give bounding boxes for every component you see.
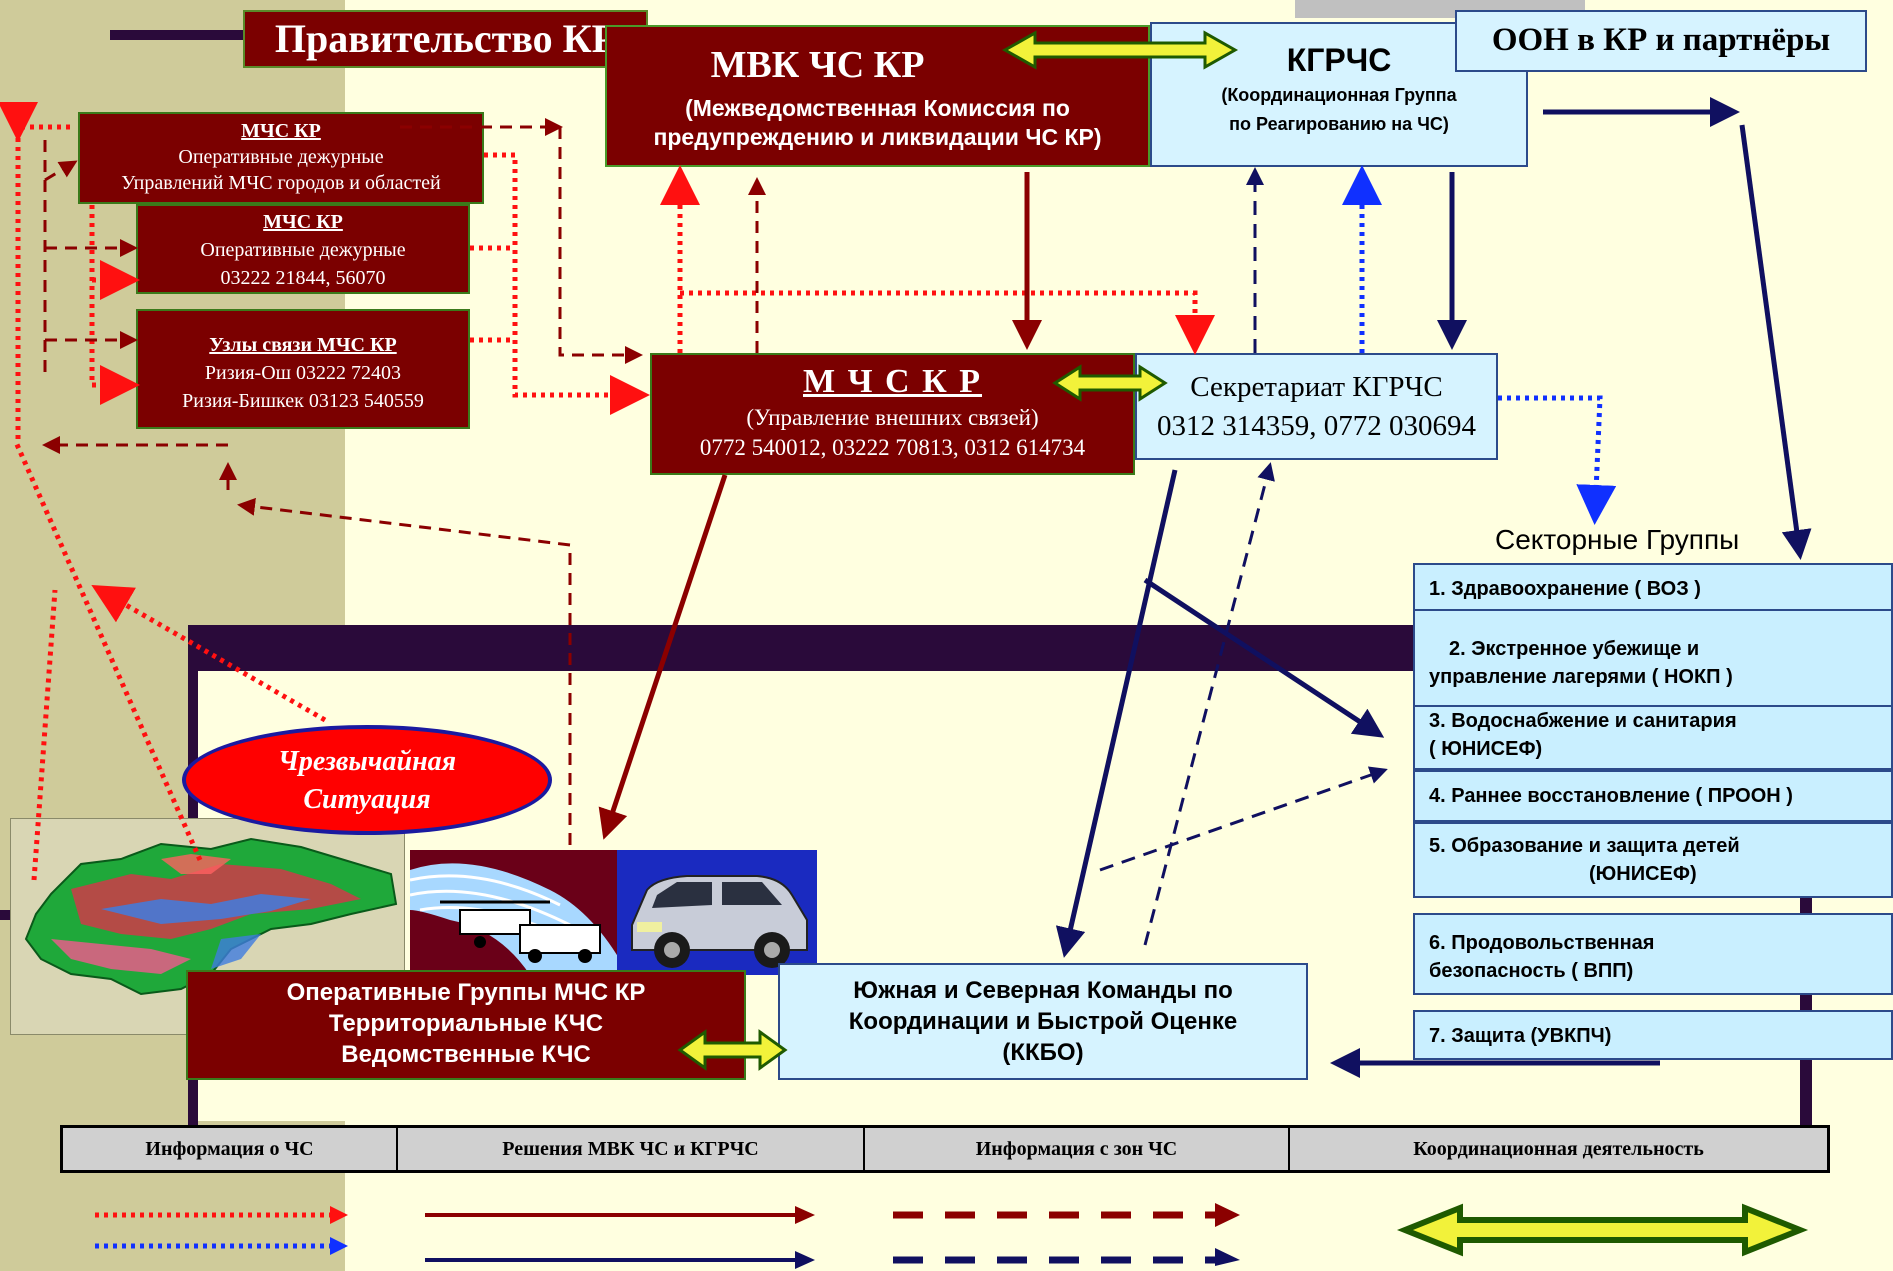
sector-group-2: 2. Экстренное убежище и управление лагер… [1413,611,1893,707]
kgrchs-title: КГРЧС [1286,42,1392,78]
box1-line1: Оперативные дежурные [178,146,384,168]
legend-yellow-double-arrow [1396,1203,1809,1257]
emergency-situation-oval: Чрезвычайная Ситуация [182,725,552,835]
legend-item-zones-label: Информация с зон ЧС [975,1137,1178,1160]
sector-group-6: 6. Продовольственная безопасность ( ВПП) [1413,913,1893,995]
legend-item-decisions: Решения МВК ЧС и КГРЧС [398,1128,865,1170]
mvk-line2: предупреждению и ликвидации ЧС КР) [653,124,1102,150]
sector-group-5: 5. Образование и защита детей (ЮНИСЕФ) [1413,822,1893,898]
operational-groups-box: Оперативные Группы МЧС КР Территориальны… [186,970,746,1080]
sector-group-7-line1: 7. Защита (УВКПЧ) [1429,1025,1612,1047]
government-box: Правительство КР [243,10,648,68]
un-partners-box: ООН в КР и партнёры [1455,10,1867,72]
box3-line2: Ризия-Бишкек 03123 540559 [182,390,424,412]
legend-table: Информация о ЧС Решения МВК ЧС и КГРЧС И… [60,1125,1830,1173]
mchs-main-line1: (Управление внешних связей) [746,405,1039,430]
mvk-title: МВК ЧС КР [710,44,925,86]
ops-line1: Оперативные Группы МЧС КР [286,979,646,1006]
kkbo-line1: Южная и Северная Команды по [853,977,1233,1004]
kgrchs-line1: (Координационная Группа [1221,85,1457,105]
sector-group-5-line1: 5. Образование и защита детей [1429,835,1740,857]
legend-blue-dotted-head [330,1237,348,1255]
legend-item-coordination-label: Координационная деятельность [1413,1137,1704,1160]
kkbo-box: Южная и Северная Команды по Координации … [778,963,1308,1080]
legend-darkred-dashed-head [1215,1203,1240,1227]
navy-solid-arrow [1739,124,1812,560]
box1-line2: Управлений МЧС городов и областей [121,172,441,194]
ops-line2: Территориальные КЧС [328,1010,604,1037]
mvk-line1: (Межведомственная Комиссия по [685,95,1070,121]
helicopter-truck-icon [410,850,620,975]
legend-red-dotted-head [330,1206,348,1224]
sector-group-6-line1: 6. Продовольственная [1429,932,1655,954]
legend-navy-dashed-head [1215,1248,1240,1266]
sector-group-5-line2: (ЮНИСЕФ) [1589,863,1697,885]
sector-group-3: 3. Водоснабжение и санитария ( ЮНИСЕФ) [1413,705,1893,770]
ops-line3: Ведомственные КЧС [341,1041,591,1068]
government-title: Правительство КР [274,16,617,61]
kkbo-line2: Координации и Быстрой Оценке [848,1008,1238,1035]
box2-line1: Оперативные дежурные [200,239,406,261]
sector-group-4-line1: 4. Раннее восстановление ( ПРООН ) [1429,785,1793,807]
mchs-main-title: М Ч С К Р [802,363,983,400]
sector-group-1: 1. Здравоохранение ( ВОЗ ) [1413,563,1893,611]
sector-groups-heading: Секторные Группы [1495,524,1740,555]
red-dotted-arrow [484,152,650,415]
legend-navy-solid-head [795,1251,815,1269]
secretariat-phones: 0312 314359, 0772 030694 [1157,410,1476,442]
legend-item-info: Информация о ЧС [63,1128,398,1170]
mchs-main-line2: 0772 540012, 03222 70813, 0312 614734 [699,435,1086,460]
mchs-main-box: М Ч С К Р (Управление внешних связей) 07… [650,353,1135,475]
emergency-line1: Чрезвычайная [277,746,457,777]
red-dotted-arrow [680,290,1215,355]
legend-item-zones: Информация с зон ЧС [865,1128,1290,1170]
box2-title: МЧС КР [263,211,343,233]
sector-group-3-line1: 3. Водоснабжение и санитария [1429,710,1737,732]
sector-group-2-line2: управление лагерями ( НОКП ) [1429,666,1733,688]
legend-item-coordination: Координационная деятельность [1290,1128,1827,1170]
sector-group-2-line1: 2. Экстренное убежище и [1449,638,1700,660]
top-left-dark-bar [110,30,250,40]
legend-item-decisions-label: Решения МВК ЧС и КГРЧС [502,1137,759,1160]
box1-title: МЧС КР [241,120,321,142]
secretariat-box: Секретариат КГРЧС 0312 314359, 0772 0306… [1135,353,1498,460]
box3-line1: Ризия-Ош 03222 72403 [204,362,402,384]
legend-samples [95,1203,1809,1269]
mvk-box: МВК ЧС КР (Межведомственная Комиссия по … [605,25,1150,167]
sector-group-7: 7. Защита (УВКПЧ) [1413,1010,1893,1060]
sector-group-3-line2: ( ЮНИСЕФ) [1429,738,1543,760]
sector-group-6-line2: безопасность ( ВПП) [1429,960,1634,982]
box2-line2: 03222 21844, 56070 [220,267,386,289]
sector-group-4: 4. Раннее восстановление ( ПРООН ) [1413,770,1893,822]
emergency-line2: Ситуация [303,784,431,815]
blue-dotted-arrow [1498,395,1617,525]
kgrchs-line2: по Реагированию на ЧС) [1229,114,1449,134]
bottom-dark-bar [0,910,14,920]
secretariat-title: Секретариат КГРЧС [1190,371,1443,403]
kkbo-line3: (ККБО) [1002,1039,1084,1066]
mchs-duty-box: МЧС КР Оперативные дежурные 03222 21844,… [136,204,470,294]
mchs-comm-nodes-box: Узлы связи МЧС КР Ризия-Ош 03222 72403 Р… [136,309,470,429]
mchs-city-duty-box: МЧС КР Оперативные дежурные Управлений М… [78,112,484,204]
suv-car-icon [617,850,817,975]
sector-group-1-line1: 1. Здравоохранение ( ВОЗ ) [1429,578,1701,600]
legend-item-info-label: Информация о ЧС [145,1137,314,1160]
legend-darkred-solid-head [795,1206,815,1224]
un-partners-title: ООН в КР и партнёры [1491,22,1831,58]
box3-title: Узлы связи МЧС КР [209,334,397,356]
